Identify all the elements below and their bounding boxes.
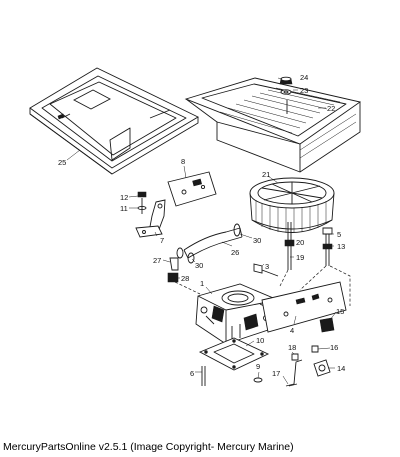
callout-18: 18 — [288, 343, 296, 352]
callout-14: 14 — [337, 364, 345, 373]
callout-12: 12 — [120, 193, 128, 202]
callout-1: 1 — [200, 279, 204, 288]
bolt-part — [322, 227, 333, 266]
callout-9: 9 — [256, 362, 260, 371]
callout-21: 21 — [262, 170, 270, 179]
washer-part — [280, 89, 292, 95]
callout-20: 20 — [296, 238, 304, 247]
callout-16: 16 — [330, 343, 338, 352]
callout-23: 23 — [300, 86, 308, 95]
callout-30-lower: 30 — [195, 261, 203, 270]
bracket-part — [135, 199, 166, 238]
vent-hose-part — [176, 227, 243, 259]
callout-26: 26 — [231, 248, 239, 257]
screw-part — [137, 191, 147, 214]
flame-arrestor-housing-part — [184, 77, 362, 173]
stud-part — [284, 222, 295, 270]
decal-plate-part — [167, 171, 217, 207]
hose-clamp-part — [187, 223, 241, 264]
callout-17: 17 — [272, 369, 280, 378]
callout-11: 11 — [120, 204, 128, 213]
callout-10: 10 — [256, 336, 264, 345]
choke-thermostat-part — [253, 263, 279, 277]
mounting-block-part — [319, 317, 335, 333]
callout-27: 27 — [153, 256, 161, 265]
flame-arrestor-element-part — [249, 177, 335, 233]
callout-13: 13 — [337, 242, 345, 251]
copyright-caption: MercuryPartsOnline v2.5.1 (Image Copyrig… — [3, 441, 294, 453]
callout-24: 24 — [300, 73, 308, 82]
fuel-line-part — [285, 353, 303, 387]
elbow-fitting-part — [169, 257, 179, 271]
exploded-parts-diagram: 1 4 5 6 7 8 9 10 11 12 13 14 15 16 17 18… — [29, 67, 362, 387]
callout-19: 19 — [296, 253, 304, 262]
small-washer-part — [253, 377, 263, 383]
carburetor-part — [195, 283, 279, 345]
callout-7: 7 — [160, 236, 164, 245]
callout-labels: 1 4 5 6 7 8 9 10 11 12 13 14 15 16 17 18… — [58, 73, 345, 378]
spacer-plate-part — [261, 281, 347, 333]
callout-22: 22 — [327, 104, 335, 113]
callout-6: 6 — [190, 369, 194, 378]
grommet-part — [167, 272, 179, 283]
fitting-part — [311, 345, 319, 353]
callout-4: 4 — [290, 326, 294, 335]
callout-8: 8 — [181, 157, 185, 166]
fuel-filter-part — [313, 359, 331, 377]
callout-28: 28 — [181, 274, 189, 283]
callout-5: 5 — [337, 230, 341, 239]
flame-arrestor-cover-part — [29, 67, 199, 175]
carburetor-gasket-part — [198, 337, 270, 371]
wing-nut-part — [279, 76, 293, 85]
callout-25: 25 — [58, 158, 66, 167]
callout-3: 3 — [265, 262, 269, 271]
callout-15: 15 — [336, 307, 344, 316]
carburetor-stud-part — [201, 366, 206, 386]
callout-30-upper: 30 — [253, 236, 261, 245]
